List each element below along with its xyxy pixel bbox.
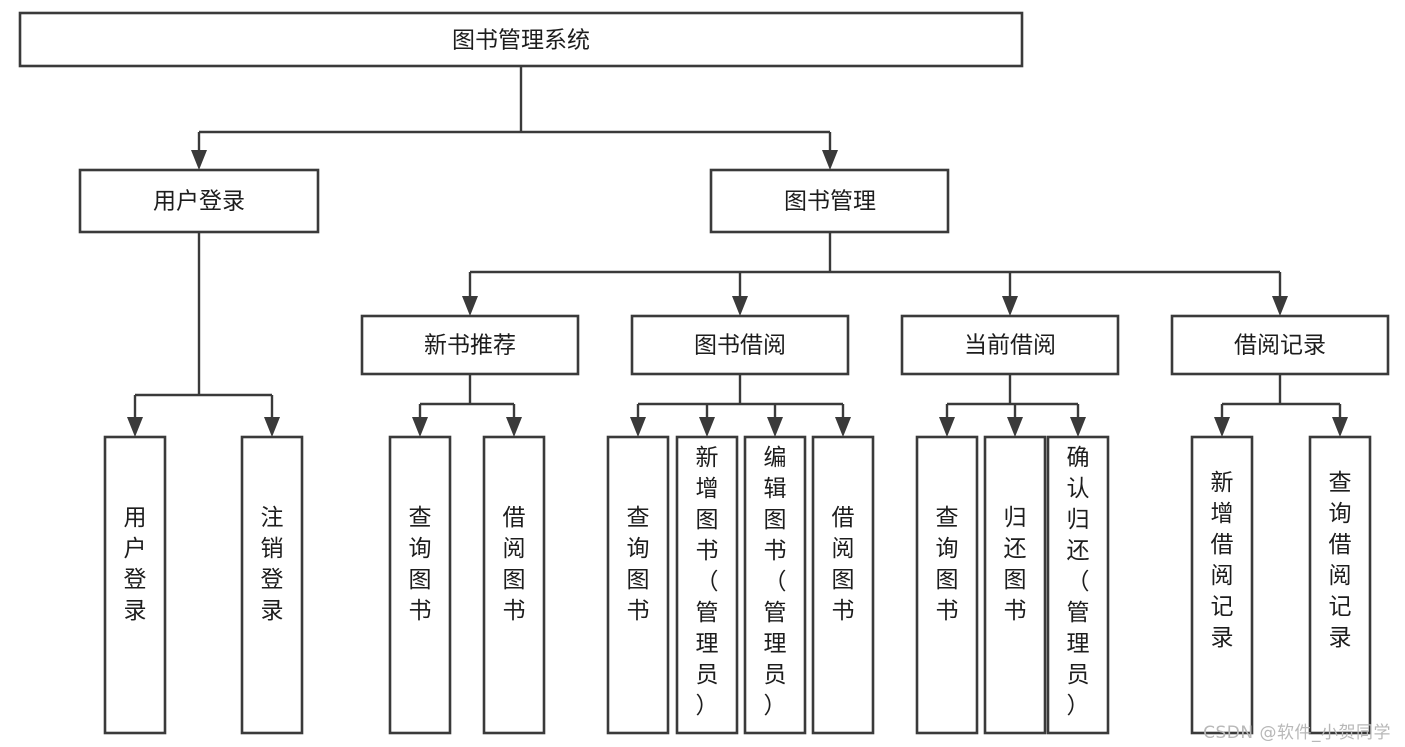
node-book-manage[interactable]: 图书管理 (709, 168, 950, 234)
arrow-to-book-borrow (732, 296, 748, 316)
node-leaf-query-record-box[interactable] (1308, 435, 1372, 735)
node-leaf-user-login-box[interactable] (103, 435, 167, 735)
arrow-to-new-book-recommend (462, 296, 478, 316)
node-leaf-add-book-box[interactable] (675, 435, 739, 735)
arrow-to-user-login (191, 150, 207, 170)
arrow-to-leaf-confirm-return (1070, 417, 1086, 437)
node-leaf-borrow-book-2-label: 借阅图书 (832, 505, 855, 624)
node-leaf-return-book[interactable]: 归还图书 (983, 435, 1047, 735)
node-current-borrow-box[interactable] (900, 314, 1120, 376)
node-leaf-borrow-book-1-box[interactable] (482, 435, 546, 735)
node-book-borrow-box[interactable] (630, 314, 850, 376)
node-current-borrow-label: 当前借阅 (964, 333, 1056, 359)
node-new-book-recommend-label: 新书推荐 (424, 333, 516, 359)
node-leaf-borrow-book-1-label: 借阅图书 (503, 505, 526, 624)
node-user-login-label: 用户登录 (153, 189, 245, 215)
node-root-box[interactable] (18, 11, 1024, 68)
node-leaf-query-book-1-box[interactable] (388, 435, 452, 735)
node-root[interactable]: 图书管理系统 (18, 11, 1024, 68)
arrow-to-leaf-query-book-2 (630, 417, 646, 437)
node-leaf-query-book-2-box[interactable] (606, 435, 670, 735)
node-leaf-user-login[interactable]: 用户登录 (103, 435, 167, 735)
connector-root-to-level2 (191, 66, 838, 170)
node-leaf-user-login-label: 用户登录 (124, 505, 147, 624)
node-leaf-add-record-box[interactable] (1190, 435, 1254, 735)
node-current-borrow[interactable]: 当前借阅 (900, 314, 1120, 376)
arrow-to-leaf-add-record (1214, 417, 1230, 437)
node-leaf-query-book-3-label: 查询图书 (936, 505, 959, 624)
node-book-manage-box[interactable] (709, 168, 950, 234)
arrow-to-leaf-query-book-3 (939, 417, 955, 437)
node-book-borrow-label: 图书借阅 (694, 333, 786, 359)
node-leaf-edit-book[interactable]: 编辑图书（管理员） (743, 435, 807, 735)
arrow-to-leaf-logout-login (264, 417, 280, 437)
connector-newbook-to-leaves (412, 374, 522, 437)
arrow-to-leaf-add-book (699, 417, 715, 437)
node-leaf-edit-book-label: 编辑图书（管理员） (764, 445, 787, 719)
node-leaf-return-book-box[interactable] (983, 435, 1047, 735)
node-leaf-edit-book-box[interactable] (743, 435, 807, 735)
arrow-to-book-manage (822, 150, 838, 170)
connector-bookborrow-to-leaves (630, 374, 851, 437)
arrow-to-leaf-query-book-1 (412, 417, 428, 437)
node-leaf-add-book-label: 新增图书（管理员） (696, 445, 719, 719)
arrow-to-leaf-edit-book (767, 417, 783, 437)
connector-userlogin-to-leaves (127, 232, 280, 437)
arrow-to-leaf-user-login (127, 417, 143, 437)
node-leaf-add-record-label: 新增借阅记录 (1211, 470, 1234, 651)
node-new-book-recommend[interactable]: 新书推荐 (360, 314, 580, 376)
connector-borrowrecord-to-leaves (1214, 374, 1348, 437)
node-leaf-query-book-2-label: 查询图书 (627, 505, 650, 624)
csdn-watermark: CSDN @软件_小贺同学 (1203, 723, 1391, 743)
connector-currentborrow-to-leaves (939, 374, 1086, 437)
node-leaf-query-record-label: 查询借阅记录 (1329, 470, 1352, 651)
node-leaf-logout-login-label: 注销登录 (261, 505, 284, 624)
node-leaf-query-book-1[interactable]: 查询图书 (388, 435, 452, 735)
node-root-label: 图书管理系统 (452, 28, 590, 54)
node-leaf-query-book-3[interactable]: 查询图书 (915, 435, 979, 735)
node-leaf-return-book-label: 归还图书 (1004, 505, 1027, 624)
node-leaf-borrow-book-2-box[interactable] (811, 435, 875, 735)
node-leaf-add-record[interactable]: 新增借阅记录 (1190, 435, 1254, 735)
node-leaf-confirm-return-label: 确认归还（管理员） (1067, 445, 1090, 719)
node-borrow-record-label: 借阅记录 (1234, 333, 1326, 359)
node-book-manage-label: 图书管理 (784, 189, 876, 215)
node-user-login[interactable]: 用户登录 (78, 168, 320, 234)
arrow-to-leaf-query-record (1332, 417, 1348, 437)
node-leaf-add-book[interactable]: 新增图书（管理员） (675, 435, 739, 735)
node-leaf-confirm-return-box[interactable] (1046, 435, 1110, 735)
arrow-to-borrow-record (1272, 296, 1288, 316)
node-borrow-record-box[interactable] (1170, 314, 1390, 376)
node-user-login-box[interactable] (78, 168, 320, 234)
node-new-book-recommend-box[interactable] (360, 314, 580, 376)
arrow-to-leaf-borrow-book-2 (835, 417, 851, 437)
node-leaf-query-book-1-label: 查询图书 (409, 505, 432, 624)
arrow-to-leaf-return-book (1007, 417, 1023, 437)
node-leaf-query-record[interactable]: 查询借阅记录 (1308, 435, 1372, 735)
node-leaf-logout-login-box[interactable] (240, 435, 304, 735)
arrow-to-current-borrow (1002, 296, 1018, 316)
node-leaf-query-book-2[interactable]: 查询图书 (606, 435, 670, 735)
node-leaf-borrow-book-1[interactable]: 借阅图书 (482, 435, 546, 735)
node-leaf-query-book-3-box[interactable] (915, 435, 979, 735)
node-leaf-logout-login[interactable]: 注销登录 (240, 435, 304, 735)
node-leaf-borrow-book-2[interactable]: 借阅图书 (811, 435, 875, 735)
connector-bookmanage-to-level3 (462, 232, 1288, 316)
node-borrow-record[interactable]: 借阅记录 (1170, 314, 1390, 376)
node-book-borrow[interactable]: 图书借阅 (630, 314, 850, 376)
arrow-to-leaf-borrow-book-1 (506, 417, 522, 437)
node-leaf-confirm-return[interactable]: 确认归还（管理员） (1046, 435, 1110, 735)
